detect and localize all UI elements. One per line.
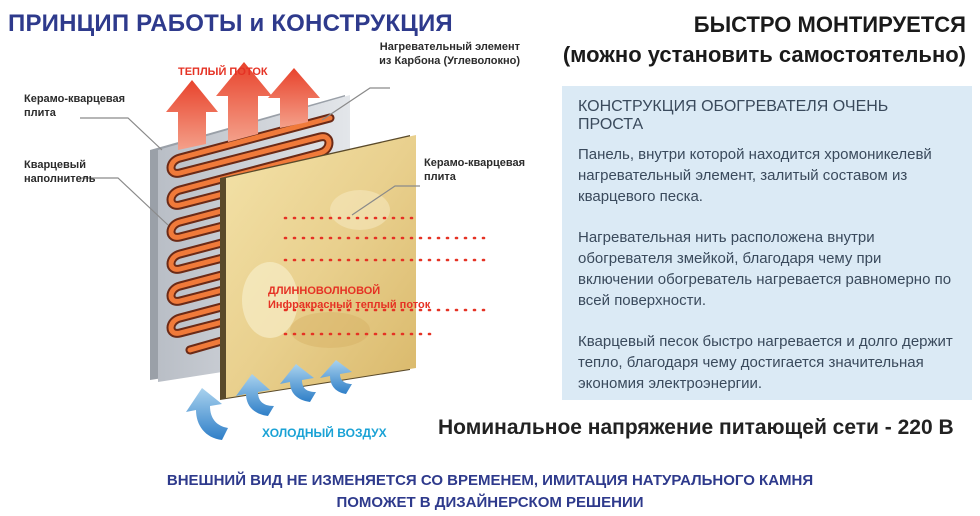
left-plate-line2: плита: [24, 107, 56, 119]
warm-flow-arrows: [166, 62, 320, 150]
warm-flow-label: ТЕПЛЫЙ ПОТОК: [178, 66, 268, 78]
footer-slogan: ВНЕШНИЙ ВИД НЕ ИЗМЕНЯЕТСЯ СО ВРЕМЕНЕМ, И…: [0, 470, 980, 514]
infrared-rays: [283, 216, 490, 336]
left-plate-line1: Керамо-кварцевая: [24, 93, 126, 105]
heating-element-line2: из Карбона (Углеволокно): [379, 55, 520, 67]
longwave-line: ДЛИННОВОЛНОВОЙ: [268, 285, 381, 297]
infrared-line: Инфракрасный теплый поток: [268, 299, 431, 311]
quartz-filler-label: Кварцевый наполнитель: [24, 158, 96, 186]
infrared-label: ДЛИННОВОЛНОВОЙ Инфракрасный теплый поток: [268, 284, 430, 312]
stone-panel: [220, 135, 416, 400]
quartz-filler-line2: наполнитель: [24, 173, 96, 185]
leader-lines: [80, 87, 420, 226]
info-heading: КОНСТРУКЦИЯ ОБОГРЕВАТЕЛЯ ОЧЕНЬ ПРОСТА: [578, 98, 889, 133]
cold-air-arrows: [186, 360, 352, 440]
right-plate-line2: плита: [424, 171, 456, 183]
cold-air-label: ХОЛОДНЫЙ ВОЗДУХ: [262, 426, 387, 440]
page-title: ПРИНЦИП РАБОТЫ и КОНСТРУКЦИЯ: [8, 10, 453, 37]
info-paragraph-1: Панель, внутри которой находится хромони…: [578, 146, 932, 205]
install-headline-line2: (можно установить самостоятельно): [562, 42, 966, 67]
info-box: КОНСТРУКЦИЯ ОБОГРЕВАТЕЛЯ ОЧЕНЬ ПРОСТА Па…: [562, 86, 972, 400]
voltage-text: Номинальное напряжение питающей сети - 2…: [438, 416, 954, 439]
heating-element-line1: Нагревательный элемент: [379, 41, 520, 53]
heater-diagram: [80, 62, 490, 440]
quartz-filler-line1: Кварцевый: [24, 159, 86, 171]
info-paragraph-2: Нагревательная нить расположена внутри о…: [578, 229, 952, 309]
right-plate-label: Керамо-кварцевая плита: [424, 156, 525, 184]
left-plate-label: Керамо-кварцевая плита: [24, 92, 125, 120]
footer-line1: ВНЕШНИЙ ВИД НЕ ИЗМЕНЯЕТСЯ СО ВРЕМЕНЕМ, И…: [166, 472, 814, 489]
right-plate-line1: Керамо-кварцевая: [424, 157, 526, 169]
install-headline-line1: БЫСТРО МОНТИРУЕТСЯ: [693, 12, 966, 37]
footer-line2: ПОМОЖЕТ В ДИЗАЙНЕРСКОМ РЕШЕНИИ: [336, 494, 644, 511]
heating-element-label: Нагревательный элемент из Карбона (Углев…: [370, 40, 520, 68]
info-paragraph-3: Кварцевый песок быстро нагревается и дол…: [578, 333, 953, 392]
install-headline: БЫСТРО МОНТИРУЕТСЯ (можно установить сам…: [563, 10, 966, 70]
